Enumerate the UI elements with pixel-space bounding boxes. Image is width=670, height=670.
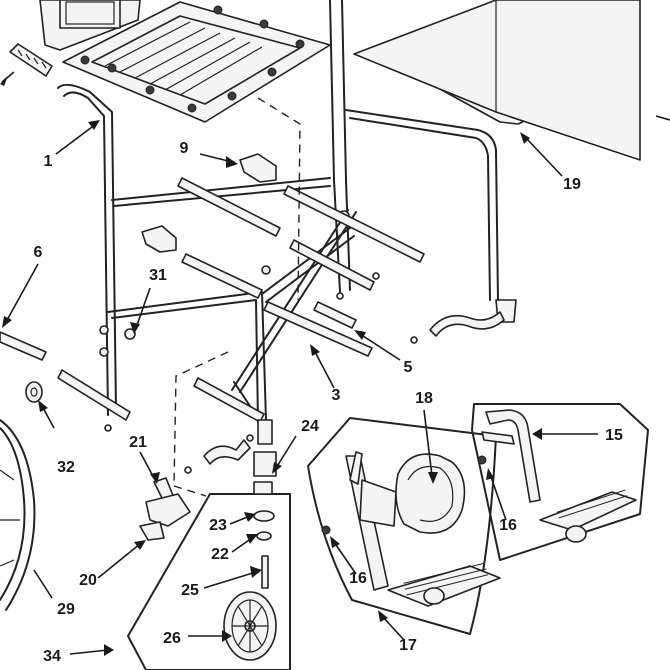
back-upholstery [39,0,141,51]
calf-pad [395,453,466,534]
callout-6: 6 [34,244,43,261]
callout-3: 3 [332,387,341,404]
callout-20: 20 [79,572,97,589]
caster-bracket [203,419,277,477]
callout-29: 29 [57,601,75,618]
rear-wheel [0,419,36,611]
left-side-frame [57,83,331,425]
assembly-guides [173,97,301,497]
seat-rails [0,177,425,423]
callout-16-footrest: 16 [499,517,517,534]
callout-15: 15 [605,427,623,444]
callout-23: 23 [209,517,227,534]
seat-upholstery [62,1,331,123]
callout-31: 31 [149,267,167,284]
swing-away-footrest [471,403,649,561]
callout-22: 22 [211,546,229,563]
release-knob [321,525,331,535]
callout-25: 25 [181,582,199,599]
caster-inset [127,481,291,670]
callout-24: 24 [301,418,319,435]
leader-arrows [2,120,598,656]
callout-19: 19 [563,176,581,193]
callout-34: 34 [43,648,61,665]
callout-9: 9 [180,140,189,157]
wheel-lock [139,477,191,541]
hardware [99,265,418,474]
callout-32: 32 [57,459,75,476]
callout-26: 26 [163,630,181,647]
elevating-legrest [307,417,501,635]
bracket-9 [239,153,277,183]
callout-16-legrest: 16 [349,570,367,587]
callout-21: 21 [129,434,147,451]
callout-5: 5 [404,359,413,376]
back-plate [353,0,641,161]
handle-grip [9,43,53,77]
callout-17: 17 [399,637,417,654]
callout-18: 18 [415,390,433,407]
callout-1: 1 [44,153,53,170]
bracket-left [141,225,177,253]
cross-brace [231,209,357,393]
footrest-hanger-right [429,311,505,337]
spacer-ring [25,381,43,403]
